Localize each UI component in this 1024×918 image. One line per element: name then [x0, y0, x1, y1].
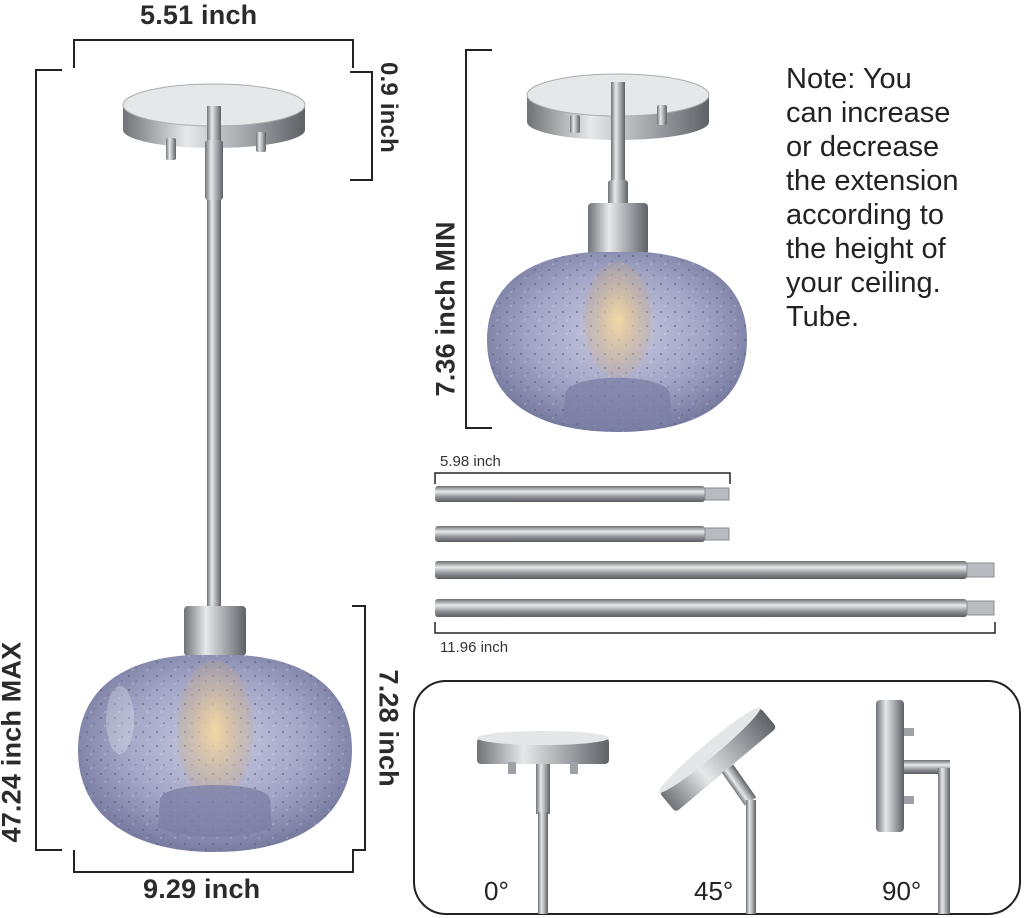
- note-line: or decrease: [786, 131, 940, 163]
- extension-rods: [434, 472, 996, 634]
- angle-0-label: 0°: [484, 876, 509, 906]
- note-line: according to: [786, 199, 944, 231]
- full-pendant-drawing: [35, 39, 373, 873]
- min-length-label: 7.36 inch MIN: [430, 221, 461, 397]
- socket-cup-small: [588, 203, 648, 255]
- min-length-bracket: [465, 49, 492, 429]
- short-rod-label: 5.98 inch: [440, 453, 501, 470]
- note-line: Note: You: [786, 63, 912, 95]
- stem-rod: [207, 200, 221, 610]
- note-line: the extension: [786, 165, 959, 197]
- long-rod-1: [435, 561, 967, 579]
- note-line: can increase: [786, 97, 951, 129]
- short-rod-2: [435, 526, 705, 542]
- min-pendant-drawing: [465, 49, 747, 432]
- note-line: your ceiling.: [786, 267, 941, 299]
- glass-shade-small: [487, 252, 747, 432]
- canopy-90-degree: [876, 700, 950, 914]
- max-length-bracket: [35, 69, 62, 851]
- top-width-label: 5.51 inch: [140, 0, 258, 30]
- max-length-label: 47.24 inch MAX: [0, 641, 27, 843]
- canopy-height-label: 0.9 inch: [375, 62, 402, 153]
- note-line: the height of: [786, 233, 946, 265]
- note-text: Note: You can increase or decrease the e…: [786, 62, 1016, 334]
- angle-90-label: 90°: [882, 876, 922, 906]
- canopy-small: [526, 73, 710, 205]
- note-line: Tube.: [786, 301, 860, 333]
- canopy: [122, 83, 306, 200]
- short-rod-1: [435, 486, 705, 502]
- long-rod-bracket: [434, 622, 996, 634]
- shade-width-label: 9.29 inch: [143, 874, 261, 904]
- angle-45-label: 45°: [694, 876, 734, 906]
- glass-shade: [78, 655, 352, 852]
- angle-panel: [413, 680, 1021, 915]
- canopy-height-bracket: [350, 71, 373, 181]
- long-rod-2: [435, 599, 967, 617]
- shade-height-label: 7.28 inch: [373, 669, 404, 787]
- canopy-45-degree: [658, 707, 776, 914]
- shade-width-bracket: [73, 850, 354, 873]
- canopy-0-degree: [477, 731, 609, 914]
- long-rod-label: 11.96 inch: [440, 639, 509, 656]
- top-width-bracket: [73, 39, 354, 68]
- socket-cup: [184, 606, 246, 656]
- shade-height-bracket: [352, 605, 366, 851]
- short-rod-bracket: [434, 472, 731, 484]
